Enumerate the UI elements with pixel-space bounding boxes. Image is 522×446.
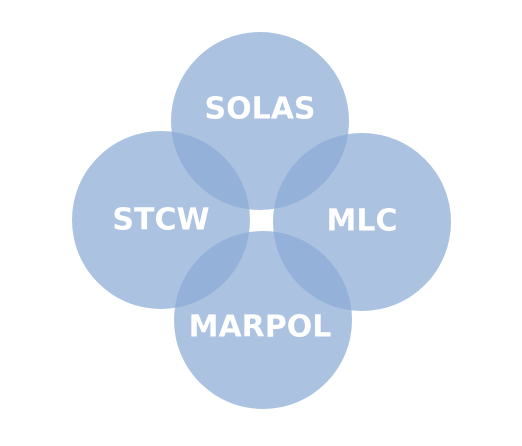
label-marpol: MARPOL — [189, 310, 332, 345]
circles-layer — [72, 32, 451, 409]
labels-layer: SOLAS STCW MLC MARPOL — [112, 92, 397, 345]
circle-marpol — [174, 231, 352, 409]
label-solas: SOLAS — [204, 92, 315, 127]
label-mlc: MLC — [327, 204, 398, 239]
label-stcw: STCW — [112, 203, 209, 238]
